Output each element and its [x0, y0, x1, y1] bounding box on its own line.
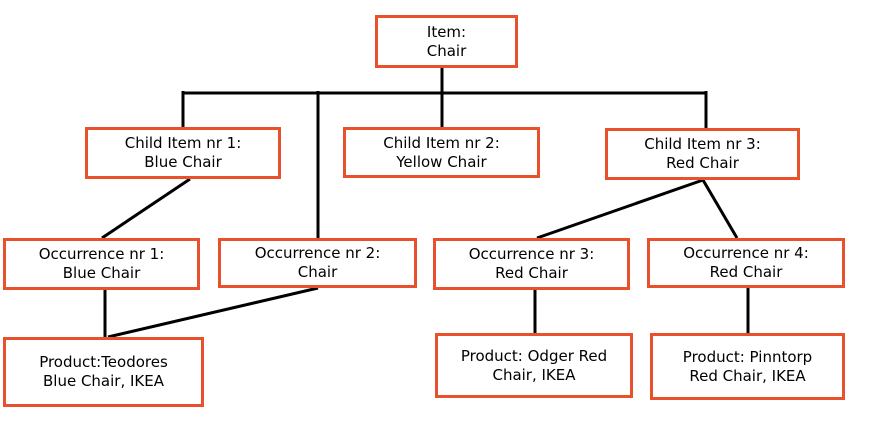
- node-label-line2: Chair: [297, 263, 338, 281]
- node-item: Item: Chair: [375, 15, 518, 68]
- edge-child3-to-occ4: [701, 179, 739, 239]
- node-label-line1: Occurrence nr 2:: [254, 244, 381, 262]
- edge-child3-to-occ3: [536, 178, 704, 240]
- node-label-line2: Red Chair: [666, 154, 739, 172]
- node-label-line2: Blue Chair: [62, 264, 141, 282]
- node-occurrence-1: Occurrence nr 1: Blue Chair: [3, 238, 200, 290]
- node-label-line2: Chair: [426, 41, 467, 60]
- edge-occ2-to-prod1: [107, 286, 319, 339]
- node-product-pinntorp: Product: Pinntorp Red Chair, IKEA: [650, 333, 845, 400]
- node-label-line1: Product: Odger Red: [460, 346, 608, 365]
- node-label-line2: Blue Chair, IKEA: [42, 372, 164, 390]
- node-child-item-2: Child Item nr 2: Yellow Chair: [343, 127, 540, 178]
- node-label-line1: Occurrence nr 1:: [38, 245, 165, 263]
- node-label-line2: Red Chair: [709, 263, 783, 281]
- node-label-line1: Item:: [426, 22, 467, 41]
- node-label-line1: Child Item nr 2:: [383, 133, 500, 152]
- node-label-line1: Child Item nr 1:: [124, 134, 242, 152]
- node-occurrence-3: Occurrence nr 3: Red Chair: [433, 238, 630, 290]
- node-product-teodores: Product:Teodores Blue Chair, IKEA: [3, 337, 204, 407]
- node-label-line2: Red Chair, IKEA: [689, 366, 806, 385]
- node-label-line1: Child Item nr 3:: [644, 135, 761, 153]
- node-child-item-1: Child Item nr 1: Blue Chair: [85, 127, 281, 179]
- node-label-line1: Occurrence nr 4:: [683, 244, 809, 262]
- node-label-line1: Occurrence nr 3:: [468, 245, 595, 263]
- node-occurrence-4: Occurrence nr 4: Red Chair: [647, 238, 845, 288]
- node-label-line1: Product:Teodores: [39, 353, 168, 371]
- edge-child1-to-occ1: [101, 177, 191, 240]
- node-occurrence-2: Occurrence nr 2: Chair: [218, 238, 417, 288]
- node-label-line2: Chair, IKEA: [492, 365, 576, 384]
- node-label-line2: Blue Chair: [144, 153, 222, 171]
- node-label-line2: Yellow Chair: [396, 152, 487, 171]
- node-child-item-3: Child Item nr 3: Red Chair: [605, 128, 800, 180]
- node-product-odger: Product: Odger Red Chair, IKEA: [435, 333, 633, 398]
- node-label-line1: Product: Pinntorp: [682, 347, 813, 366]
- node-label-line2: Red Chair: [495, 264, 568, 282]
